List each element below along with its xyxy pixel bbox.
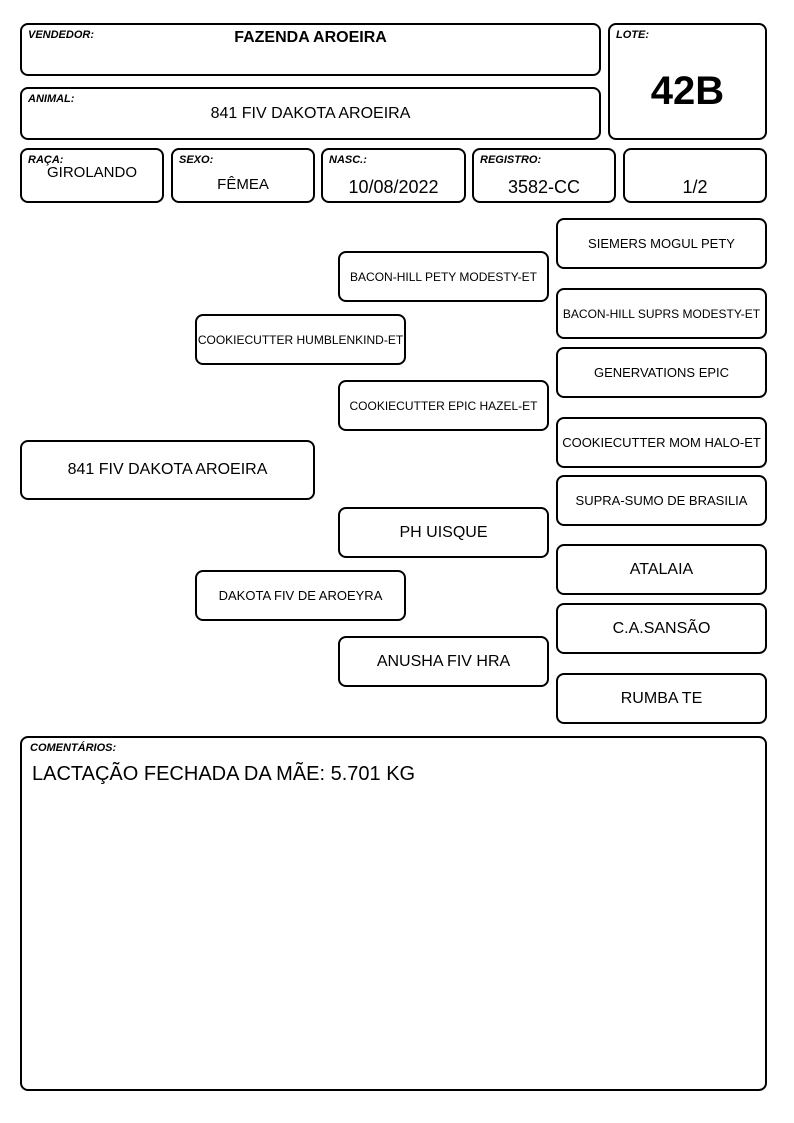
pedigree-animal: 841 FIV DAKOTA AROEIRA bbox=[20, 440, 315, 500]
nasc-box: NASC.: 10/08/2022 bbox=[321, 148, 466, 203]
lote-value: 42B bbox=[650, 69, 725, 113]
comments-text: LACTAÇÃO FECHADA DA MÃE: 5.701 KG bbox=[32, 763, 416, 785]
pedigree-ggp-2: BACON-HILL SUPRS MODESTY-ET bbox=[556, 288, 767, 339]
pedigree-dam: DAKOTA FIV DE AROEYRA bbox=[195, 570, 406, 621]
sexo-box: SEXO: FÊMEA bbox=[171, 148, 315, 203]
animal-label: ANIMAL: bbox=[28, 93, 75, 105]
registro-box: REGISTRO: 3582-CC bbox=[472, 148, 616, 203]
pedigree-sire-sire: BACON-HILL PETY MODESTY-ET bbox=[338, 251, 549, 302]
nasc-label: NASC.: bbox=[329, 154, 367, 166]
pedigree-ggp-5: SUPRA-SUMO DE BRASILIA bbox=[556, 475, 767, 526]
sexo-label: SEXO: bbox=[179, 154, 214, 166]
nasc-value: 10/08/2022 bbox=[348, 177, 439, 197]
pedigree-dam-dam: ANUSHA FIV HRA bbox=[338, 636, 549, 687]
vendedor-label: VENDEDOR: bbox=[28, 29, 95, 41]
raca-label: RAÇA: bbox=[28, 154, 64, 166]
comments-label: COMENTÁRIOS: bbox=[30, 742, 117, 754]
pedigree-sire-dam: COOKIECUTTER EPIC HAZEL-ET bbox=[338, 380, 549, 431]
comments-box: COMENTÁRIOS: LACTAÇÃO FECHADA DA MÃE: 5.… bbox=[20, 736, 767, 1091]
raca-box: RAÇA: GIROLANDO bbox=[20, 148, 164, 203]
extra-box: 1/2 bbox=[623, 148, 767, 203]
registro-label: REGISTRO: bbox=[480, 154, 542, 166]
pedigree-ggp-4: COOKIECUTTER MOM HALO-ET bbox=[556, 417, 767, 468]
registro-value: 3582-CC bbox=[507, 177, 581, 197]
pedigree-ggp-1: SIEMERS MOGUL PETY bbox=[556, 218, 767, 269]
pedigree-ggp-7: C.A.SANSÃO bbox=[556, 603, 767, 654]
pedigree-ggp-6: ATALAIA bbox=[556, 544, 767, 595]
raca-value: GIROLANDO bbox=[46, 164, 137, 181]
vendedor-value: FAZENDA AROEIRA bbox=[234, 29, 387, 46]
lote-label: LOTE: bbox=[616, 29, 649, 41]
vendedor-box: VENDEDOR: FAZENDA AROEIRA bbox=[20, 23, 601, 76]
animal-value: 841 FIV DAKOTA AROEIRA bbox=[210, 105, 411, 122]
pedigree-dam-sire: PH UISQUE bbox=[338, 507, 549, 558]
sexo-value: FÊMEA bbox=[217, 176, 269, 193]
animal-box: ANIMAL: 841 FIV DAKOTA AROEIRA bbox=[20, 87, 601, 140]
pedigree-sire: COOKIECUTTER HUMBLENKIND-ET bbox=[195, 314, 406, 365]
pedigree-ggp-8: RUMBA TE bbox=[556, 673, 767, 724]
pedigree-ggp-3: GENERVATIONS EPIC bbox=[556, 347, 767, 398]
lote-box: LOTE: 42B bbox=[608, 23, 767, 140]
extra-value: 1/2 bbox=[682, 177, 708, 197]
